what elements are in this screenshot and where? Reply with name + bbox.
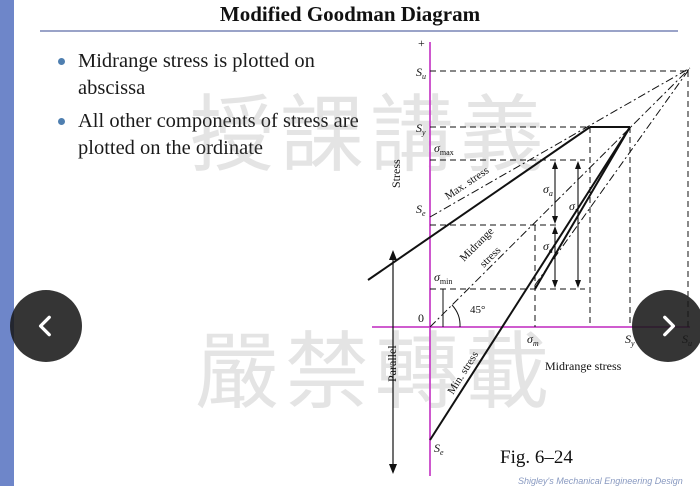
- se-bottom-label: Se: [434, 441, 444, 457]
- sigma-r-head-top: [575, 161, 581, 169]
- parallel-arrow-head-bottom: [389, 464, 397, 474]
- min-stress-line: [429, 126, 631, 441]
- watermark-text-top: 授課講義: [190, 86, 551, 184]
- sigma-r-label: σr: [569, 199, 579, 215]
- slide-title: Modified Goodman Diagram: [219, 2, 481, 26]
- title-divider: [40, 30, 678, 32]
- ordinate-plus-sign: +: [418, 36, 425, 50]
- sigma-max-label: σmax: [434, 141, 454, 157]
- right-closing-line: [534, 126, 631, 290]
- bullet-item: Midrange stress is plotted on abscissa: [54, 48, 364, 102]
- sigma-a-lower-head-top: [552, 226, 558, 234]
- parallel-label: Parallel: [385, 345, 399, 382]
- upper-dashdot-line: [429, 67, 691, 218]
- slide-left-accent-bar: [0, 0, 14, 486]
- chevron-right-icon: [663, 315, 676, 337]
- previous-slide-button[interactable]: [10, 290, 82, 362]
- figure-caption: Fig. 6–24: [500, 447, 573, 468]
- sigma-min-label: σmin: [434, 270, 452, 286]
- sy-axis-label: Sy: [625, 332, 635, 348]
- midrange-dashdot-line: [429, 67, 691, 328]
- sigma-a-lower-label: σa: [543, 239, 553, 255]
- stress-axis-label: Stress: [389, 159, 403, 188]
- sigma-a-upper-head-bottom: [552, 216, 558, 224]
- su-label: Su: [416, 65, 426, 81]
- max-stress-line: [367, 126, 591, 281]
- sigma-a-lower-head-bottom: [552, 280, 558, 288]
- lower-dashdot-line: [534, 67, 691, 286]
- sigma-a-upper-head-top: [552, 161, 558, 169]
- bullet-item: All other components of stress are plott…: [54, 108, 364, 162]
- max-stress-line-label: Max. stress: [443, 165, 491, 203]
- origin-label: 0: [418, 311, 424, 325]
- midrange-axis-label: Midrange stress: [545, 359, 622, 373]
- parallel-arrow-head-top: [389, 250, 397, 260]
- bullet-list: Midrange stress is plotted on abscissa A…: [54, 48, 364, 168]
- angle-arc: [451, 304, 461, 328]
- sigma-r-head-bottom: [575, 280, 581, 288]
- watermark-text-bottom: 嚴禁轉載: [195, 323, 556, 421]
- sigma-a-upper-label: σa: [543, 182, 553, 198]
- slide-footer: Shigley's Mechanical Engineering Design: [518, 476, 683, 486]
- next-slide-button[interactable]: [632, 290, 700, 362]
- sy-label: Sy: [416, 121, 426, 137]
- chevron-left-icon: [38, 315, 51, 337]
- angle-label: 45°: [470, 304, 485, 316]
- se-label: Se: [416, 202, 426, 218]
- sigma-m-label: σm: [527, 332, 539, 348]
